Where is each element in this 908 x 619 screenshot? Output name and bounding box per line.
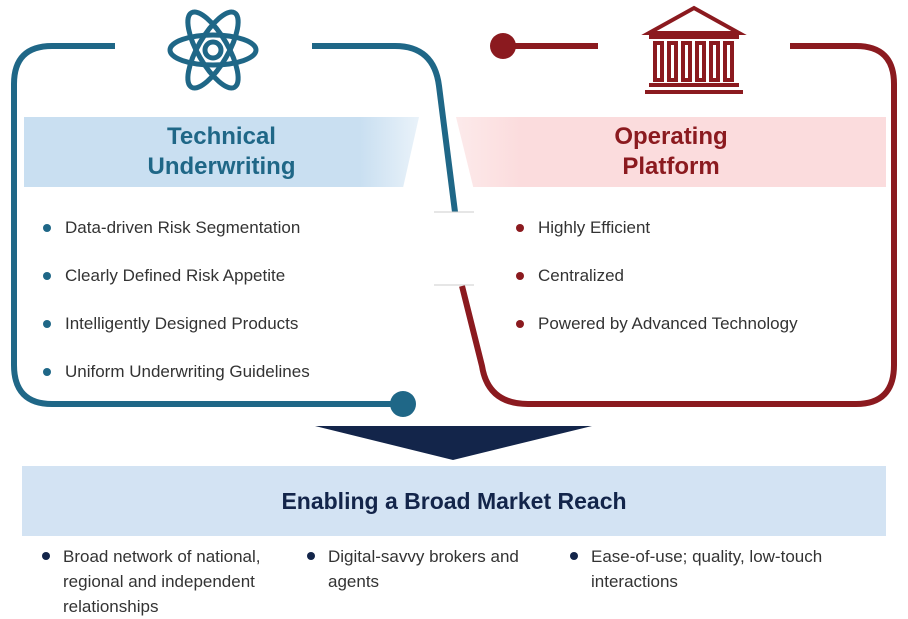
list-item-label: Clearly Defined Risk Appetite: [65, 266, 286, 285]
list-item-label: Powered by Advanced Technology: [538, 314, 798, 333]
list-item: Clearly Defined Risk Appetite: [43, 264, 310, 288]
bullet-icon: [43, 224, 51, 232]
list-item: Highly Efficient: [516, 216, 798, 240]
bullet-icon: [516, 320, 524, 328]
bullet-icon: [516, 272, 524, 280]
list-item: Centralized: [516, 264, 798, 288]
bullet-icon: [307, 552, 315, 560]
operating-platform-header: Operating Platform: [456, 117, 886, 187]
list-item-label: Uniform Underwriting Guidelines: [65, 362, 310, 381]
bullet-icon: [42, 552, 50, 560]
bullet-icon: [570, 552, 578, 560]
market-reach-title: Enabling a Broad Market Reach: [281, 487, 627, 514]
bullet-icon: [43, 320, 51, 328]
operating-loop-start-dot: [490, 33, 516, 59]
bullet-icon: [43, 368, 51, 376]
technical-loop-line-right: [312, 43, 458, 213]
list-item-label: Data-driven Risk Segmentation: [65, 218, 301, 237]
down-arrow-icon: [315, 426, 592, 460]
technical-loop-end-dot: [390, 391, 416, 417]
atom-icon: [167, 9, 259, 91]
operating-loop-line-right: [459, 43, 897, 407]
bullet-icon: [516, 224, 524, 232]
list-item: Powered by Advanced Technology: [516, 312, 798, 336]
market-reach-item-label: Broad network of national, regional and …: [63, 547, 261, 616]
bullet-icon: [43, 272, 51, 280]
market-reach-item: Digital-savvy brokers and agents: [307, 544, 573, 594]
operating-platform-list: Highly Efficient Centralized Powered by …: [516, 216, 798, 360]
market-reach-item-label: Digital-savvy brokers and agents: [328, 547, 519, 591]
bank-building-icon: [641, 5, 747, 94]
list-item-label: Intelligently Designed Products: [65, 314, 299, 333]
technical-underwriting-header: Technical Underwriting: [24, 117, 419, 187]
operating-platform-title: Operating Platform: [614, 123, 728, 180]
list-item: Data-driven Risk Segmentation: [43, 216, 310, 240]
market-reach-banner: Enabling a Broad Market Reach: [22, 466, 886, 536]
technical-underwriting-title: Technical Underwriting: [147, 123, 296, 180]
list-item: Uniform Underwriting Guidelines: [43, 360, 310, 384]
market-reach-item: Ease-of-use; quality, low-touch interact…: [570, 544, 891, 594]
technical-loop-line: [11, 43, 402, 407]
list-item: Intelligently Designed Products: [43, 312, 310, 336]
market-reach-item: Broad network of national, regional and …: [42, 544, 308, 619]
list-item-label: Centralized: [538, 266, 624, 285]
list-item-label: Highly Efficient: [538, 218, 651, 237]
technical-underwriting-list: Data-driven Risk Segmentation Clearly De…: [43, 216, 310, 408]
market-reach-item-label: Ease-of-use; quality, low-touch interact…: [591, 547, 823, 591]
